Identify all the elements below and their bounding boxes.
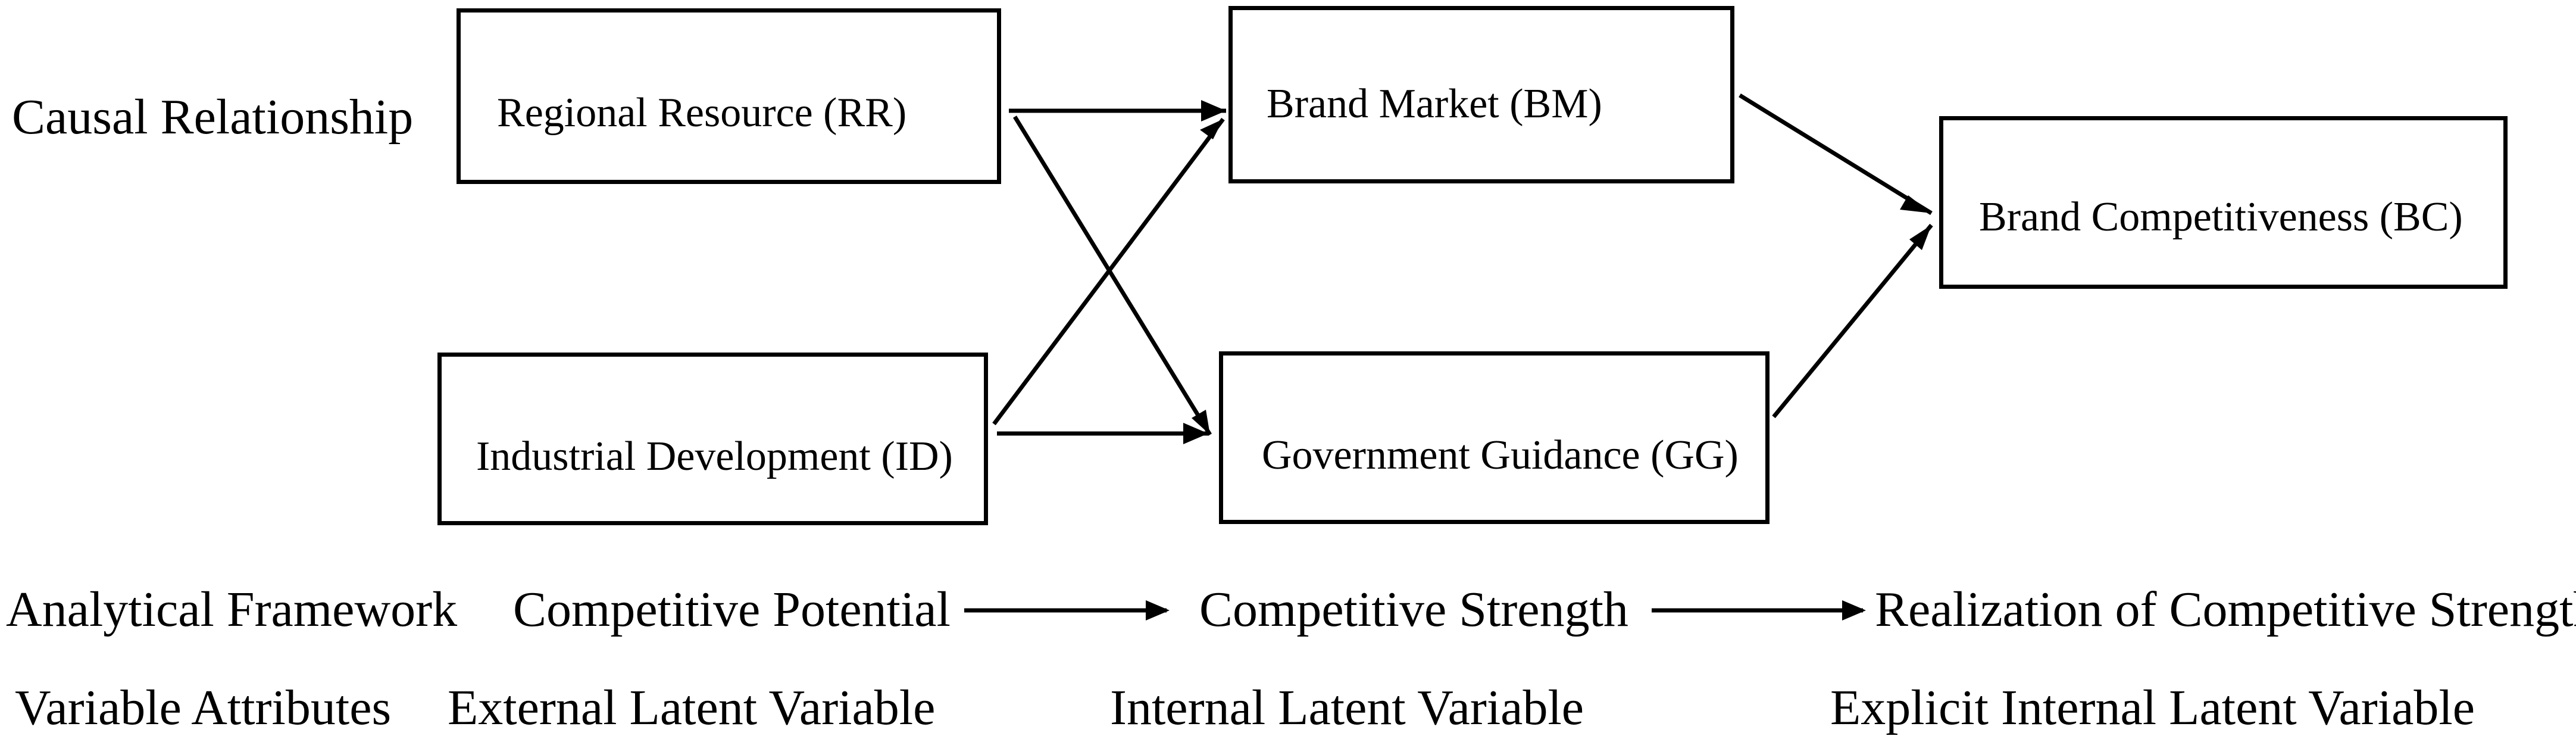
arrowhead-bm-to-bc [1900,195,1931,213]
node-gg-label: Government Guidance (GG) [1262,432,1739,478]
arrowhead-rr-to-gg [1192,410,1210,435]
attribute-external-latent: External Latent Variable [448,680,936,735]
arrowhead-potential-to-strength [1146,600,1170,620]
arrowhead-strength-to-realization [1842,600,1866,620]
row-label-causal-relationship: Causal Relationship [12,89,414,145]
node-bc-box [1939,116,2508,289]
arrowhead-id-to-bm [1200,119,1223,139]
node-rr-box [457,8,1001,184]
arrowhead-rr-to-bm [1201,100,1226,121]
attribute-explicit-internal-latent: Explicit Internal Latent Variable [1830,680,2475,735]
arrow-id-to-bm [992,117,1225,426]
node-id-box [437,353,988,525]
arrow-bm-to-bc [1739,93,1933,215]
row-label-variable-attributes: Variable Attributes [15,680,392,735]
attribute-internal-latent: Internal Latent Variable [1110,680,1584,735]
arrowhead-id-to-gg [1183,423,1208,444]
node-bm-label: Brand Market (BM) [1267,81,1602,127]
framework-stage-potential: Competitive Potential [513,582,951,637]
arrowhead-gg-to-bc [1909,225,1931,250]
node-rr-label: Regional Resource (RR) [497,90,907,136]
node-bm-box [1228,6,1734,183]
framework-stage-realization: Realization of Competitive Strength [1875,582,2576,637]
node-bc-label: Brand Competitiveness (BC) [1979,194,2463,240]
node-gg-box [1219,351,1770,524]
framework-stage-strength: Competitive Strength [1199,582,1628,637]
arrow-gg-to-bc [1772,223,1933,419]
arrow-rr-to-gg [1013,116,1212,436]
row-label-analytical-framework: Analytical Framework [6,582,458,637]
node-id-label: Industrial Development (ID) [476,434,953,479]
